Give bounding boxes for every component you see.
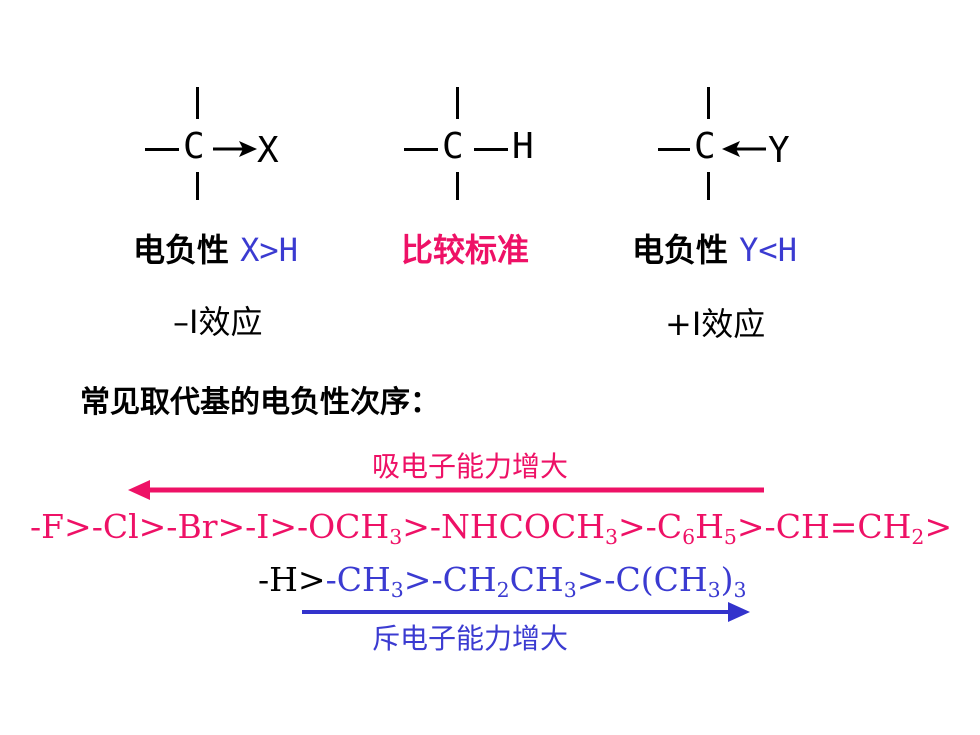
donating-chain: -H>-CH3>-CH2CH3>-C(CH3)3 bbox=[258, 560, 747, 600]
structure-c-from-y: C Y bbox=[658, 85, 818, 205]
substituent-atom: Y bbox=[768, 130, 790, 171]
withdrawing-chain-seg1: -F>-Cl>-Br>-I>-OCH bbox=[30, 507, 390, 546]
bond-left bbox=[404, 148, 438, 151]
substituent-atom: X bbox=[257, 130, 279, 171]
right-arrow-icon bbox=[302, 602, 750, 622]
sub-3: 3 bbox=[733, 578, 747, 602]
sub-3: 3 bbox=[390, 578, 404, 602]
sub-3: 3 bbox=[389, 525, 403, 549]
structure-c-to-x: C X bbox=[145, 85, 305, 205]
caption-right-relation: Y<H bbox=[739, 231, 797, 269]
withdrawing-label: 吸电子能力增大 bbox=[372, 450, 569, 483]
carbon-atom: C bbox=[442, 126, 464, 167]
hydrogen-atom: H bbox=[512, 126, 534, 167]
caption-middle: 比较标准 bbox=[401, 231, 530, 269]
withdrawing-chain-seg2: >-NHCOCH bbox=[402, 507, 606, 546]
sub-3: 3 bbox=[605, 525, 619, 549]
sub-2: 2 bbox=[911, 525, 925, 549]
bond-top bbox=[196, 87, 199, 119]
donating-chain-seg2: >-CH bbox=[403, 560, 497, 599]
caption-left-relation: X>H bbox=[240, 231, 298, 269]
donating-chain-seg1: -CH bbox=[325, 560, 391, 599]
donating-chain-seg5: ) bbox=[720, 560, 734, 599]
caption-right-prefix: 电负性 bbox=[632, 231, 729, 269]
carbon-atom: C bbox=[694, 126, 716, 167]
bond-left bbox=[658, 148, 690, 151]
effect-right: +I效应 bbox=[665, 305, 766, 343]
withdrawing-chain-seg5: >-CH=CH bbox=[736, 507, 912, 546]
arrow-toward-c-icon bbox=[722, 141, 766, 157]
bond-bottom bbox=[196, 172, 199, 200]
section-title: 常见取代基的电负性次序： bbox=[80, 385, 440, 420]
sub-5: 5 bbox=[723, 525, 737, 549]
bond-bottom bbox=[456, 172, 459, 200]
donating-label: 斥电子能力增大 bbox=[372, 622, 569, 655]
sub-2: 2 bbox=[496, 578, 510, 602]
donating-chain-seg3: CH bbox=[509, 560, 564, 599]
withdrawing-chain-seg6: > bbox=[924, 507, 953, 546]
sub-3: 3 bbox=[707, 578, 721, 602]
bond-bottom bbox=[707, 172, 710, 200]
donating-reference: -H> bbox=[258, 560, 326, 599]
withdrawing-chain-seg4: H bbox=[695, 507, 724, 546]
caption-left-prefix: 电负性 bbox=[133, 231, 230, 269]
bond-top bbox=[456, 87, 459, 119]
donating-chain-seg4: >-C(CH bbox=[576, 560, 708, 599]
withdrawing-chain-seg3: >-C bbox=[618, 507, 683, 546]
bond-left bbox=[145, 148, 179, 151]
caption-right: 电负性 Y<H bbox=[632, 230, 797, 270]
bond-top bbox=[707, 87, 710, 119]
withdrawing-chain: -F>-Cl>-Br>-I>-OCH3>-NHCOCH3>-C6H5>-CH=C… bbox=[30, 507, 952, 547]
effect-left: –I效应 bbox=[173, 303, 263, 341]
structure-c-h: C H bbox=[404, 85, 564, 205]
carbon-atom: C bbox=[183, 126, 205, 167]
bond-right bbox=[474, 148, 508, 151]
caption-left: 电负性 X>H bbox=[133, 230, 298, 270]
arrow-toward-x-icon bbox=[213, 141, 257, 157]
sub-3: 3 bbox=[563, 578, 577, 602]
left-arrow-icon bbox=[128, 480, 764, 500]
sub-6: 6 bbox=[682, 525, 696, 549]
